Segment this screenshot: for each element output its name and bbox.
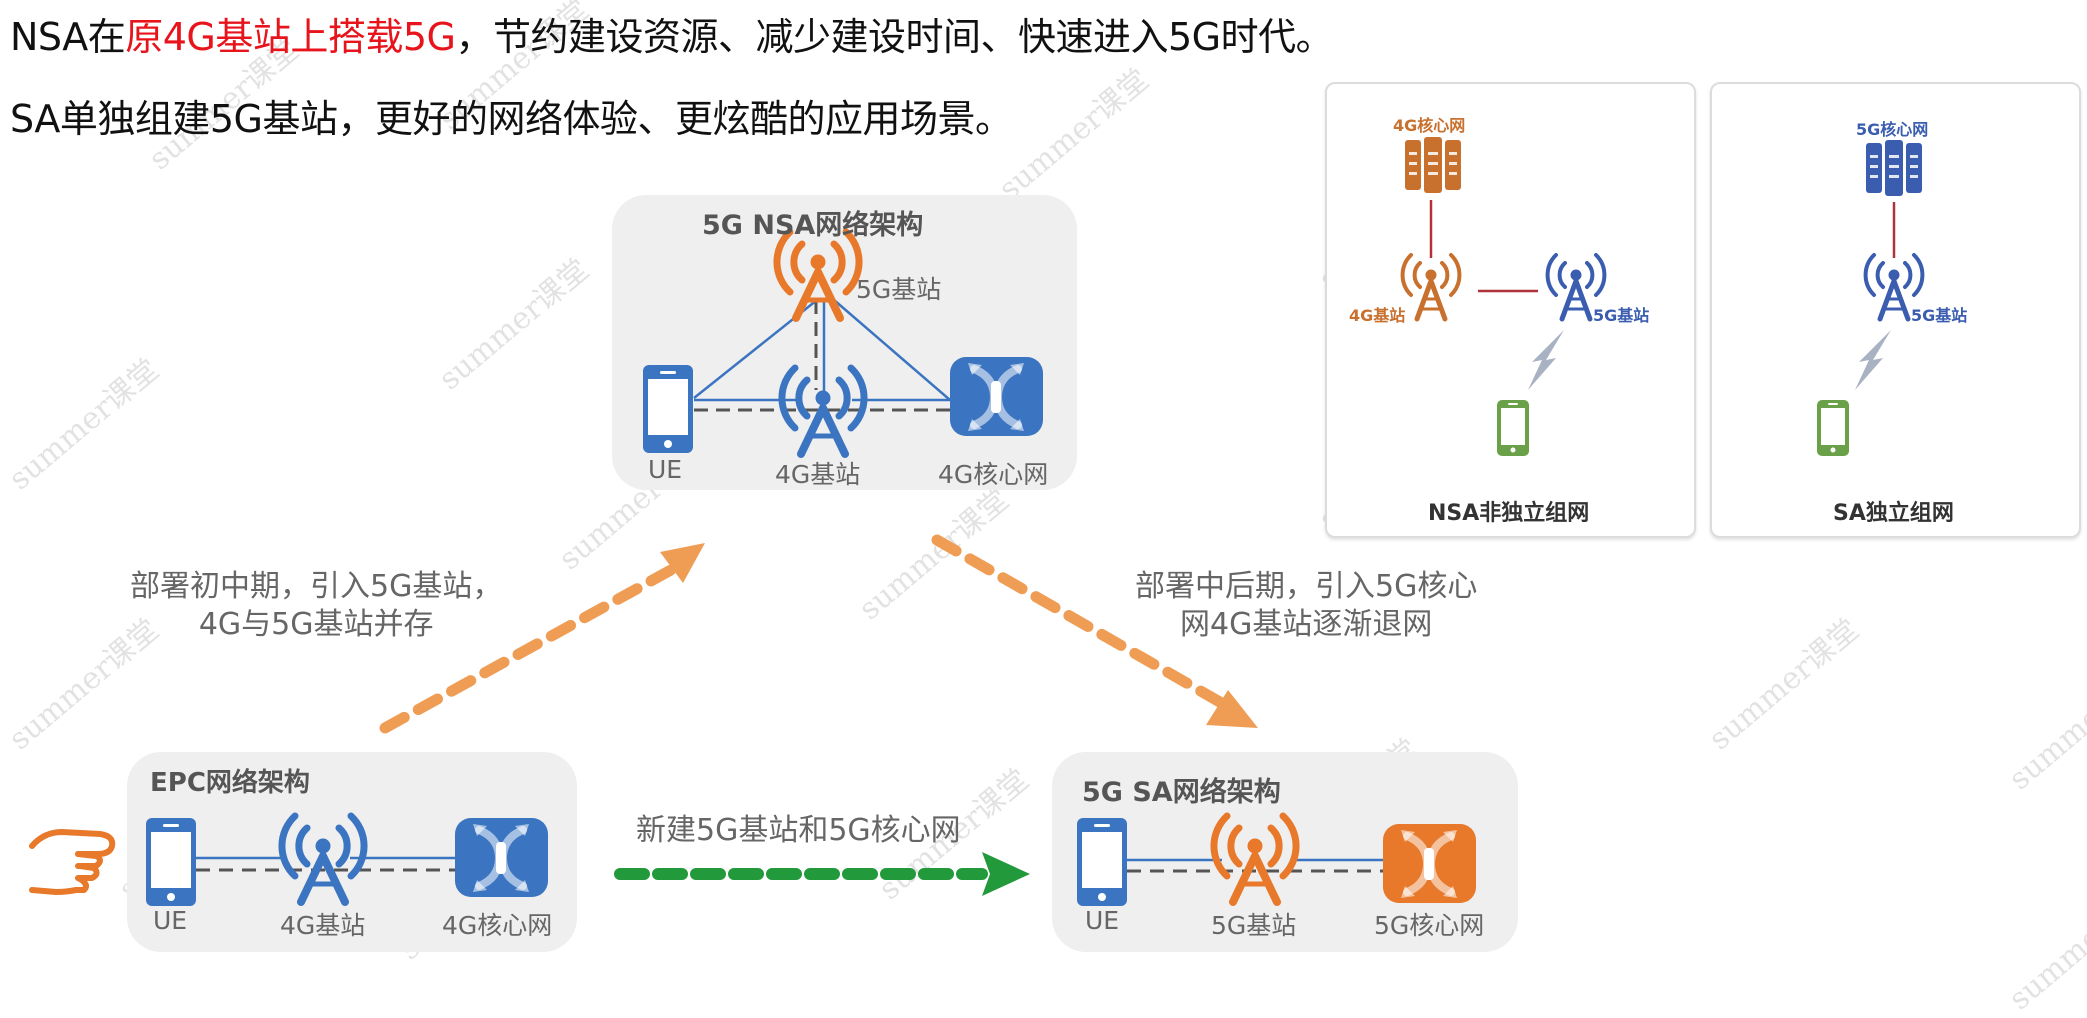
card-sa-label-5g-core: 5G核心网: [1856, 120, 1929, 139]
caption-early-line1: 部署初中期，引入5G基站，: [130, 569, 503, 604]
arrow-nsa-to-sa: [931, 534, 1258, 728]
card-nsa-label-4g-core: 4G核心网: [1393, 116, 1466, 135]
epc-links: [196, 856, 455, 872]
card-sa-5g-core-rack-icon: [1866, 140, 1922, 196]
caption-early-deployment: 部署初中期，引入5G基站， 4G与5G基站并存: [130, 568, 502, 644]
arrow-epc-to-sa: [614, 852, 1030, 896]
sa-label-ue: UE: [1085, 906, 1120, 935]
epc-label-4g-base-station: 4G基站: [280, 911, 366, 940]
card-nsa-4g-antenna-icon: [1403, 255, 1460, 319]
nsa-label-5g-base-station: 5G基站: [856, 275, 942, 304]
card-nsa-lightning-icon: [1528, 330, 1564, 390]
card-nsa-4g-core-rack-icon: [1405, 137, 1461, 193]
caption-late-line1: 部署中后期，引入5G核心: [1135, 569, 1478, 604]
headline-nsa-prefix: NSA在: [10, 15, 126, 59]
headline-nsa-suffix: ，节约建设资源、减少建设时间、快速进入5G时代。: [455, 15, 1334, 59]
nsa-4g-core-icon: [950, 357, 1043, 436]
arrow-epc-to-nsa: [379, 543, 705, 734]
nsa-5g-antenna-icon: [777, 232, 859, 318]
card-nsa-networking: [1325, 82, 1696, 538]
nsa-label-4g-core: 4G核心网: [938, 460, 1049, 489]
caption-late-line2: 网4G基站逐渐退网: [1180, 607, 1433, 642]
headline-sa: SA单独组建5G基站，更好的网络体验、更炫酷的应用场景。: [10, 97, 1013, 141]
epc-4g-core-icon: [455, 818, 548, 897]
card-nsa-title: NSA非独立组网: [1428, 501, 1590, 526]
nsa-label-4g-base-station: 4G基站: [775, 460, 861, 489]
sa-links: [1127, 858, 1384, 873]
sa-ue-phone-icon: [1077, 818, 1127, 906]
card-sa-lightning-icon: [1855, 330, 1891, 390]
sa-5g-antenna-icon: [1214, 816, 1296, 902]
card-nsa-label-5g-base-station: 5G基站: [1593, 306, 1650, 325]
sa-panel-title: 5G SA网络架构: [1082, 777, 1281, 808]
caption-early-line2: 4G与5G基站并存: [198, 607, 434, 642]
sa-label-5g-base-station: 5G基站: [1211, 911, 1297, 940]
epc-panel-title: EPC网络架构: [150, 768, 310, 798]
card-nsa-phone-icon: [1497, 400, 1529, 456]
nsa-label-ue: UE: [648, 455, 683, 484]
pointing-hand-icon: [29, 829, 116, 895]
card-sa-label-5g-base-station: 5G基站: [1911, 306, 1968, 325]
caption-direct-build: 新建5G基站和5G核心网: [636, 813, 961, 848]
epc-ue-phone-icon: [146, 818, 196, 906]
nsa-ue-phone-icon: [643, 365, 693, 453]
diagram-graphics: [29, 137, 2087, 906]
epc-label-4g-core: 4G核心网: [442, 911, 553, 940]
headline-nsa-highlight: 原4G基站上搭载5G: [125, 15, 456, 59]
card-sa-title: SA独立组网: [1833, 501, 1954, 526]
sa-label-5g-core: 5G核心网: [1374, 911, 1485, 940]
headline-nsa: NSA在原4G基站上搭载5G，节约建设资源、减少建设时间、快速进入5G时代。: [10, 6, 1334, 61]
nsa-panel-title: 5G NSA网络架构: [702, 210, 924, 241]
card-nsa-label-4g-base-station: 4G基站: [1349, 306, 1406, 325]
caption-late-deployment: 部署中后期，引入5G核心 网4G基站逐渐退网: [1135, 568, 1477, 644]
sa-5g-core-icon: [1383, 824, 1476, 903]
epc-label-ue: UE: [153, 906, 188, 935]
card-sa-phone-icon: [1817, 400, 1849, 456]
